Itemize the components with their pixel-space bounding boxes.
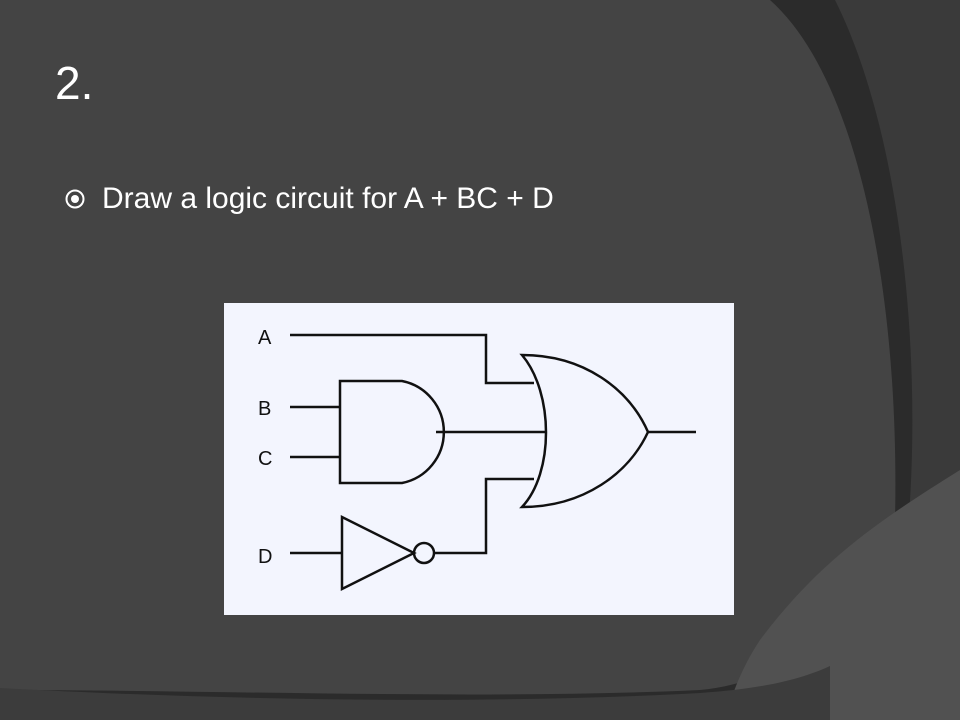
bullet-text: Draw a logic circuit for A + BC + D — [102, 182, 554, 215]
background-swirl-inner — [700, 0, 960, 720]
bullet-item: Draw a logic circuit for A + BC + D — [64, 182, 554, 216]
logic-circuit-diagram: A B C D — [224, 303, 734, 615]
slide-title: 2. — [55, 57, 94, 109]
input-label-d: D — [258, 546, 272, 568]
circled-dot-icon — [65, 189, 85, 209]
not-gate — [340, 514, 417, 592]
background-swirl-lower — [725, 470, 960, 720]
input-label-b: B — [258, 398, 271, 420]
input-label-c: C — [258, 448, 272, 470]
not-gate-bubble — [412, 541, 436, 565]
and-gate — [338, 379, 446, 485]
background-swirl-edge — [0, 666, 830, 720]
or-gate — [519, 353, 650, 509]
input-label-a: A — [258, 327, 272, 349]
wire-not-output — [434, 477, 534, 555]
wire-a — [290, 333, 534, 385]
